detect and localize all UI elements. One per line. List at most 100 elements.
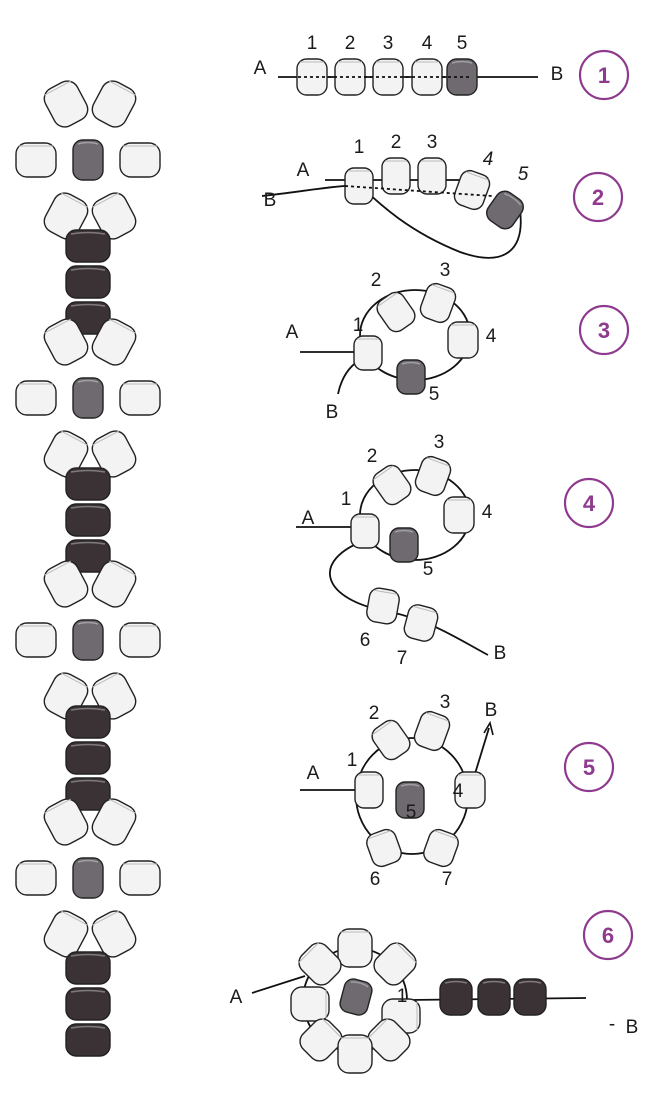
petal-bead <box>290 986 330 1022</box>
petal-bead <box>119 380 161 416</box>
petal-bead <box>337 928 373 968</box>
bead-3 <box>417 157 447 195</box>
end-a-label: A <box>297 160 310 181</box>
bead-label: 2 <box>345 33 356 54</box>
petal-bead <box>91 192 137 240</box>
bead-label: 4 <box>486 326 497 347</box>
petal-bead <box>43 430 89 478</box>
step-number: 2 <box>592 185 604 210</box>
bead-6 <box>366 587 400 625</box>
petal-bead <box>43 798 89 846</box>
bead-label: 1 <box>341 489 352 510</box>
spacer-bead <box>65 1023 111 1057</box>
step-number-badge: 4 <box>563 477 615 529</box>
end-a-label: A <box>307 763 320 784</box>
end-a-label: A <box>286 322 299 343</box>
petal-bead <box>298 942 342 986</box>
bead-5 <box>389 527 419 563</box>
bead-label: 7 <box>397 648 408 669</box>
spacer-bead <box>513 978 547 1016</box>
end-b-label: B <box>264 190 277 211</box>
spacer-bead <box>65 951 111 985</box>
spacer-bead <box>65 539 111 573</box>
bead-7 <box>403 604 439 642</box>
bead-label: 1 <box>307 33 318 54</box>
bead-label: 7 <box>442 869 453 890</box>
end-a-label: A <box>254 58 267 79</box>
thread-a <box>251 975 306 994</box>
bead-1 <box>354 771 384 809</box>
petal-bead <box>337 1034 373 1074</box>
spacer-bead <box>65 777 111 811</box>
end-b-label: B <box>551 64 564 85</box>
step-number: 3 <box>598 318 610 343</box>
bead-label: 4 <box>422 33 433 54</box>
step-6-diagram: 1A-B6 <box>230 909 638 1074</box>
spacer-bead <box>65 705 111 739</box>
spacer-bead <box>439 978 473 1016</box>
bracelet-chain <box>15 80 161 1057</box>
step-number-badge: 6 <box>582 909 634 961</box>
step-number: 4 <box>583 491 596 516</box>
step-number-badge: 1 <box>578 49 630 101</box>
step-number-badge: 5 <box>563 741 615 793</box>
bead-4 <box>443 496 475 534</box>
bead-label: 2 <box>367 446 378 467</box>
spacer-bead <box>477 978 511 1016</box>
dash-mark: - <box>609 1014 615 1035</box>
bead-1 <box>353 335 383 371</box>
bead-label: 1 <box>397 986 408 1007</box>
end-b-label: B <box>326 402 339 423</box>
bead-label: 3 <box>440 260 451 281</box>
petal-bead <box>91 560 137 608</box>
petal-bead <box>91 80 137 128</box>
bead-label: 6 <box>360 630 371 651</box>
thread-loop-back <box>261 184 522 259</box>
petal-bead <box>43 80 89 128</box>
bead-3 <box>414 455 452 497</box>
bead-label: 2 <box>391 132 402 153</box>
bead-label: 4 <box>482 502 493 523</box>
bead-4 <box>454 771 486 809</box>
bead-5 <box>396 359 426 395</box>
bead-label: 5 <box>423 559 434 580</box>
bead-label: 3 <box>440 692 451 713</box>
bead-label: 4 <box>453 781 464 802</box>
spacer-bead <box>65 741 111 775</box>
spacer-bead <box>65 503 111 537</box>
end-b-label: B <box>494 643 507 664</box>
petal-bead <box>91 910 137 958</box>
bead-5 <box>395 781 425 819</box>
center-bead <box>72 619 104 661</box>
bead-label: 5 <box>457 33 468 54</box>
petal-bead <box>373 942 417 986</box>
end-a-label: A <box>230 987 243 1008</box>
bead-label: 1 <box>354 137 365 158</box>
petal-bead <box>15 860 57 896</box>
bead-4 <box>447 321 479 359</box>
bead-2 <box>372 464 412 506</box>
petal-bead <box>15 142 57 178</box>
bead-label: 3 <box>434 432 445 453</box>
petal-bead <box>43 560 89 608</box>
petal-bead <box>43 910 89 958</box>
bead-1 <box>350 513 380 549</box>
bead-6 <box>366 828 402 868</box>
petal-bead <box>299 1018 343 1062</box>
center-bead <box>72 139 104 181</box>
petal-bead <box>119 622 161 658</box>
petal-bead <box>91 798 137 846</box>
bead-label: 2 <box>371 270 382 291</box>
center-bead <box>72 377 104 419</box>
bead-label: 5 <box>518 164 529 185</box>
bead-label: 2 <box>369 703 380 724</box>
bead-label: 5 <box>406 802 417 823</box>
step-number-badge: 2 <box>572 171 624 223</box>
bead-label: 1 <box>347 750 358 771</box>
petal-bead <box>15 380 57 416</box>
